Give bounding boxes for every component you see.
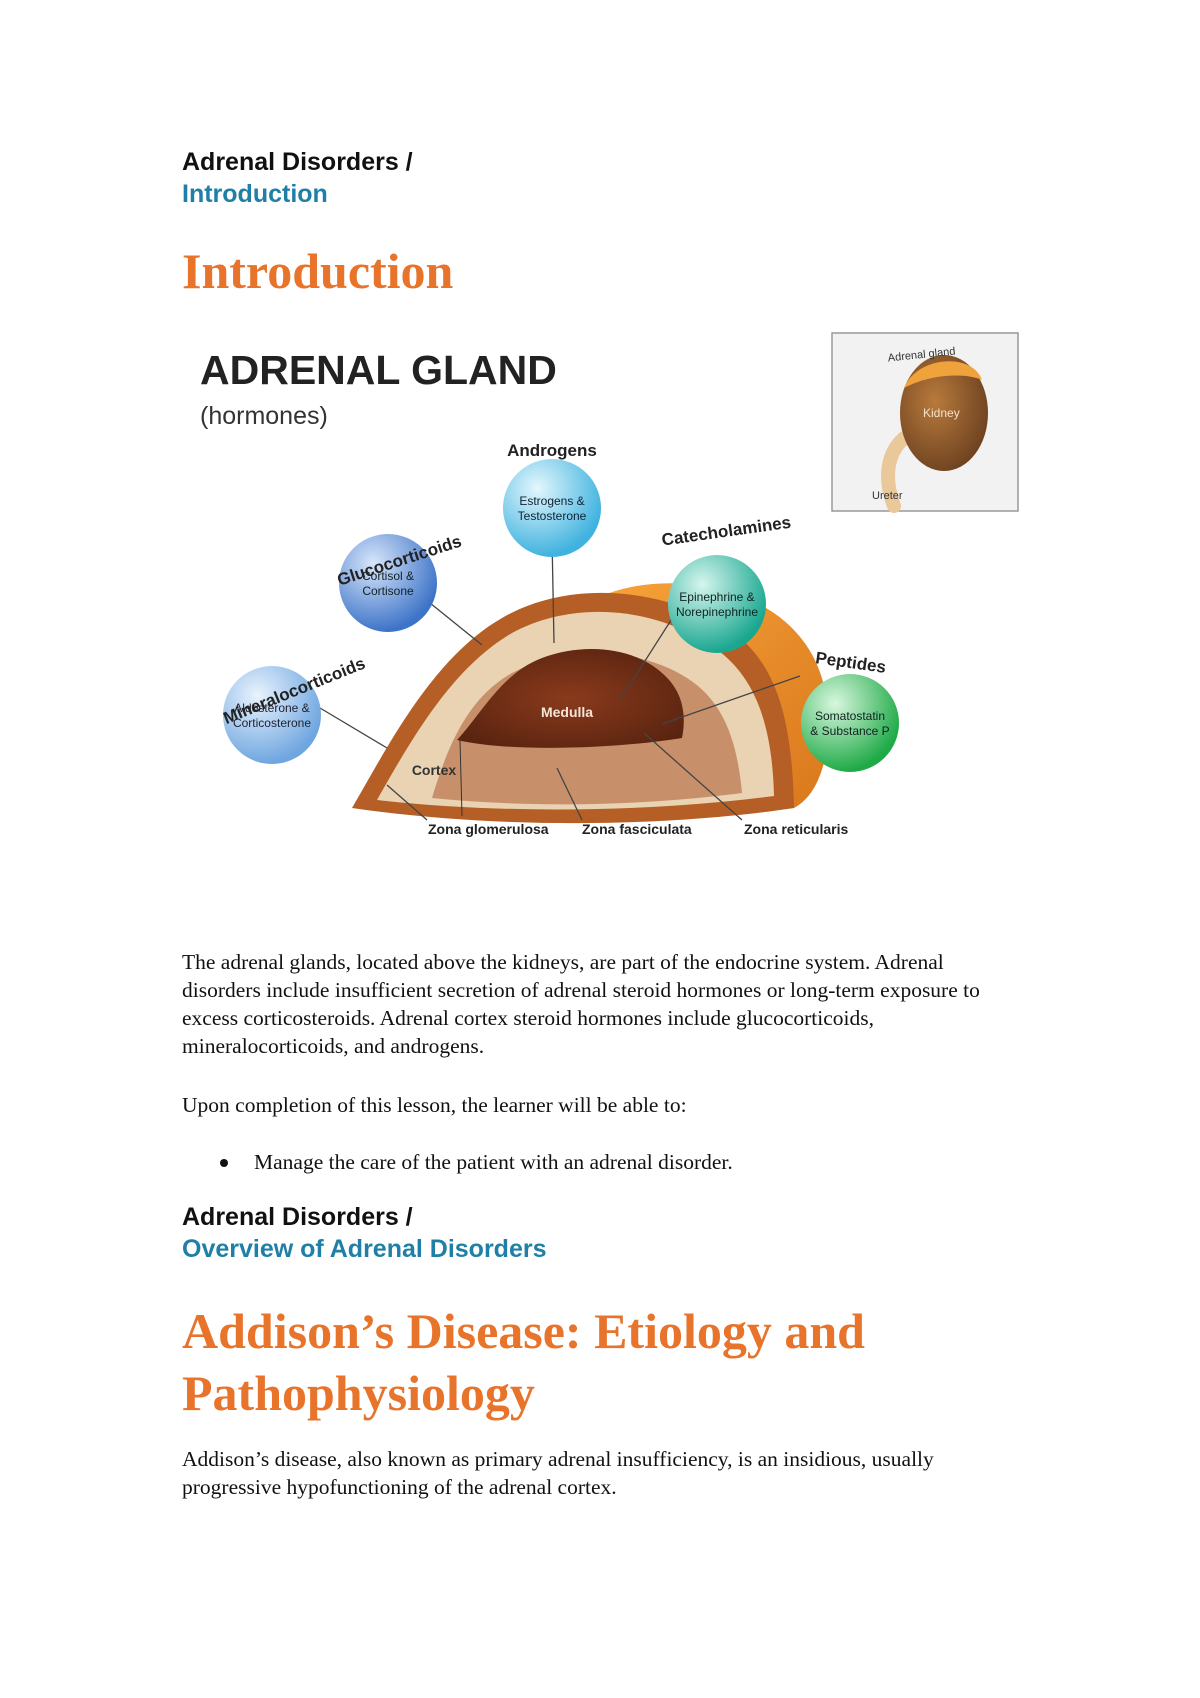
hormone-group-label: Catecholamines xyxy=(660,513,792,550)
hormone-circle-mineralocorticoids: Aldosterone & Corticosterone xyxy=(223,666,321,764)
hormone-content-line1: Somatostatin xyxy=(815,709,885,723)
hormone-content-line1: Epinephrine & xyxy=(679,590,754,604)
breadcrumb-parent: Adrenal Disorders / xyxy=(182,1203,413,1231)
figure-subtitle: (hormones) xyxy=(200,402,328,430)
figure-title: ADRENAL GLAND xyxy=(200,347,557,393)
hormone-content-line1: Aldosterone & xyxy=(234,701,309,715)
section-heading-line1: Addison’s Disease: Etiology and xyxy=(182,1303,865,1359)
hormone-content-line2: Cortisone xyxy=(362,584,414,598)
addison-paragraph: Addison’s disease, also known as primary… xyxy=(182,1447,934,1499)
breadcrumb-current[interactable]: Overview of Adrenal Disorders xyxy=(182,1235,547,1263)
zona-fasciculata-label: Zona fasciculata xyxy=(582,821,692,837)
list-item: Manage the care of the patient with an a… xyxy=(182,1148,1022,1176)
adrenal-cross-section xyxy=(352,583,829,824)
objectives-lead: Upon completion of this lesson, the lear… xyxy=(182,1093,687,1117)
breadcrumb-parent: Adrenal Disorders / xyxy=(182,148,413,176)
page-title: Introduction xyxy=(182,243,454,299)
hormone-circle-catecholamines: Epinephrine & Norepinephrine xyxy=(668,555,766,653)
inset-ureter-label: Ureter xyxy=(872,490,903,502)
section-heading-line2: Pathophysiology xyxy=(182,1365,535,1421)
hormone-content-line2: & Substance P xyxy=(810,724,889,738)
hormone-group-label: Peptides xyxy=(814,648,887,677)
medulla-label: Medulla xyxy=(541,704,593,720)
bullet-icon xyxy=(220,1159,228,1167)
zona-reticularis-label: Zona reticularis xyxy=(744,821,848,837)
hormone-circle-peptides: Somatostatin & Substance P xyxy=(801,674,899,772)
intro-paragraph: The adrenal glands, located above the ki… xyxy=(182,950,980,1058)
hormone-content-line1: Cortisol & xyxy=(362,569,414,583)
hormone-circle-androgens: Estrogens & Testosterone xyxy=(503,459,601,557)
hormone-content-line2: Norepinephrine xyxy=(676,605,758,619)
zona-glomerulosa-label: Zona glomerulosa xyxy=(428,821,549,837)
hormone-content-line2: Corticosterone xyxy=(233,716,311,730)
leader-lines xyxy=(319,537,801,821)
hormone-group-label: Androgens xyxy=(507,441,597,460)
hormone-content-line1: Estrogens & xyxy=(519,494,584,508)
objectives-list: Manage the care of the patient with an a… xyxy=(182,1148,1022,1176)
cortex-label: Cortex xyxy=(412,762,457,778)
breadcrumb-current[interactable]: Introduction xyxy=(182,180,328,208)
section-heading: Addison’s Disease: Etiology and Pathophy… xyxy=(182,1300,865,1424)
list-item-text: Manage the care of the patient with an a… xyxy=(254,1150,733,1174)
hormone-content-line2: Testosterone xyxy=(518,509,587,523)
breadcrumb: Adrenal Disorders / Overview of Adrenal … xyxy=(182,1201,546,1265)
kidney-inset: Adrenal gland Kidney Ureter xyxy=(831,332,1019,513)
hormone-circle-glucocorticoids: Cortisol & Cortisone xyxy=(339,534,437,632)
breadcrumb: Adrenal Disorders / Introduction xyxy=(182,146,413,210)
inset-kidney-label: Kidney xyxy=(923,406,960,420)
adrenal-gland-figure: ADRENAL GLAND (hormones) Adrenal gland K… xyxy=(182,328,1022,920)
